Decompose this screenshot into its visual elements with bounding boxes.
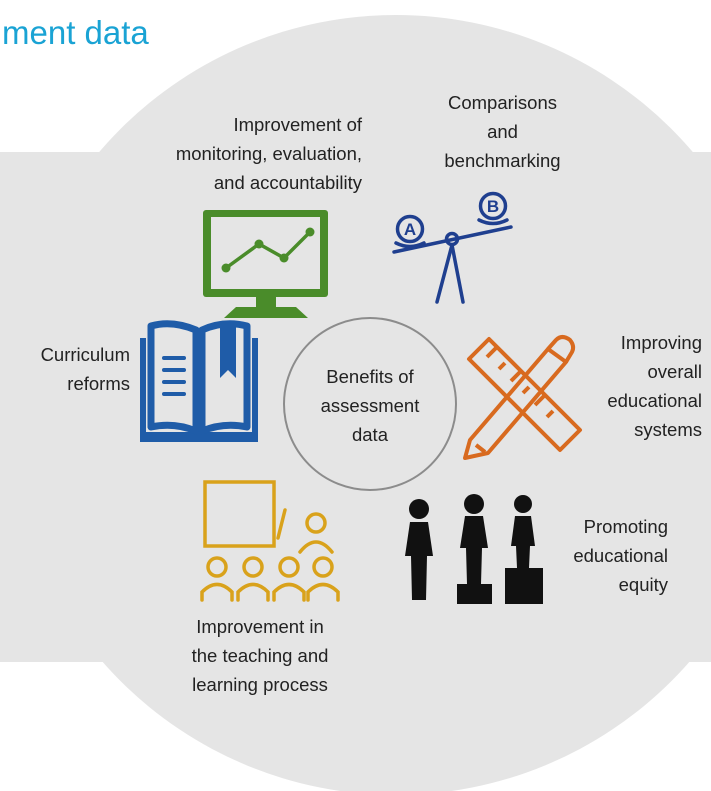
- comparisons-label: Comparisons and benchmarking: [444, 92, 561, 171]
- systems-label: Improving overall educational systems: [607, 332, 702, 440]
- monitor-line-chart-icon: [203, 210, 328, 318]
- balance-scale-icon: [392, 191, 513, 304]
- curriculum-label: Curriculum reforms: [40, 344, 130, 394]
- center-circle: [283, 317, 457, 491]
- podium-people-icon: [405, 494, 543, 604]
- monitoring-label: Improvement of monitoring, evaluation, a…: [175, 114, 362, 193]
- equity-label: Promoting educational equity: [573, 516, 668, 595]
- scale-letter-a: A: [404, 220, 416, 239]
- ruler-pencil-icon: [463, 335, 582, 460]
- center-label: Benefits of assessment data: [320, 366, 420, 445]
- scale-letter-b: B: [487, 197, 499, 216]
- page-title: ment data: [2, 14, 149, 51]
- teaching-label: Improvement in the teaching and learning…: [191, 616, 329, 695]
- background-shape: [0, 15, 711, 791]
- open-book-icon: [140, 320, 258, 442]
- classroom-teacher-icon: [200, 480, 340, 602]
